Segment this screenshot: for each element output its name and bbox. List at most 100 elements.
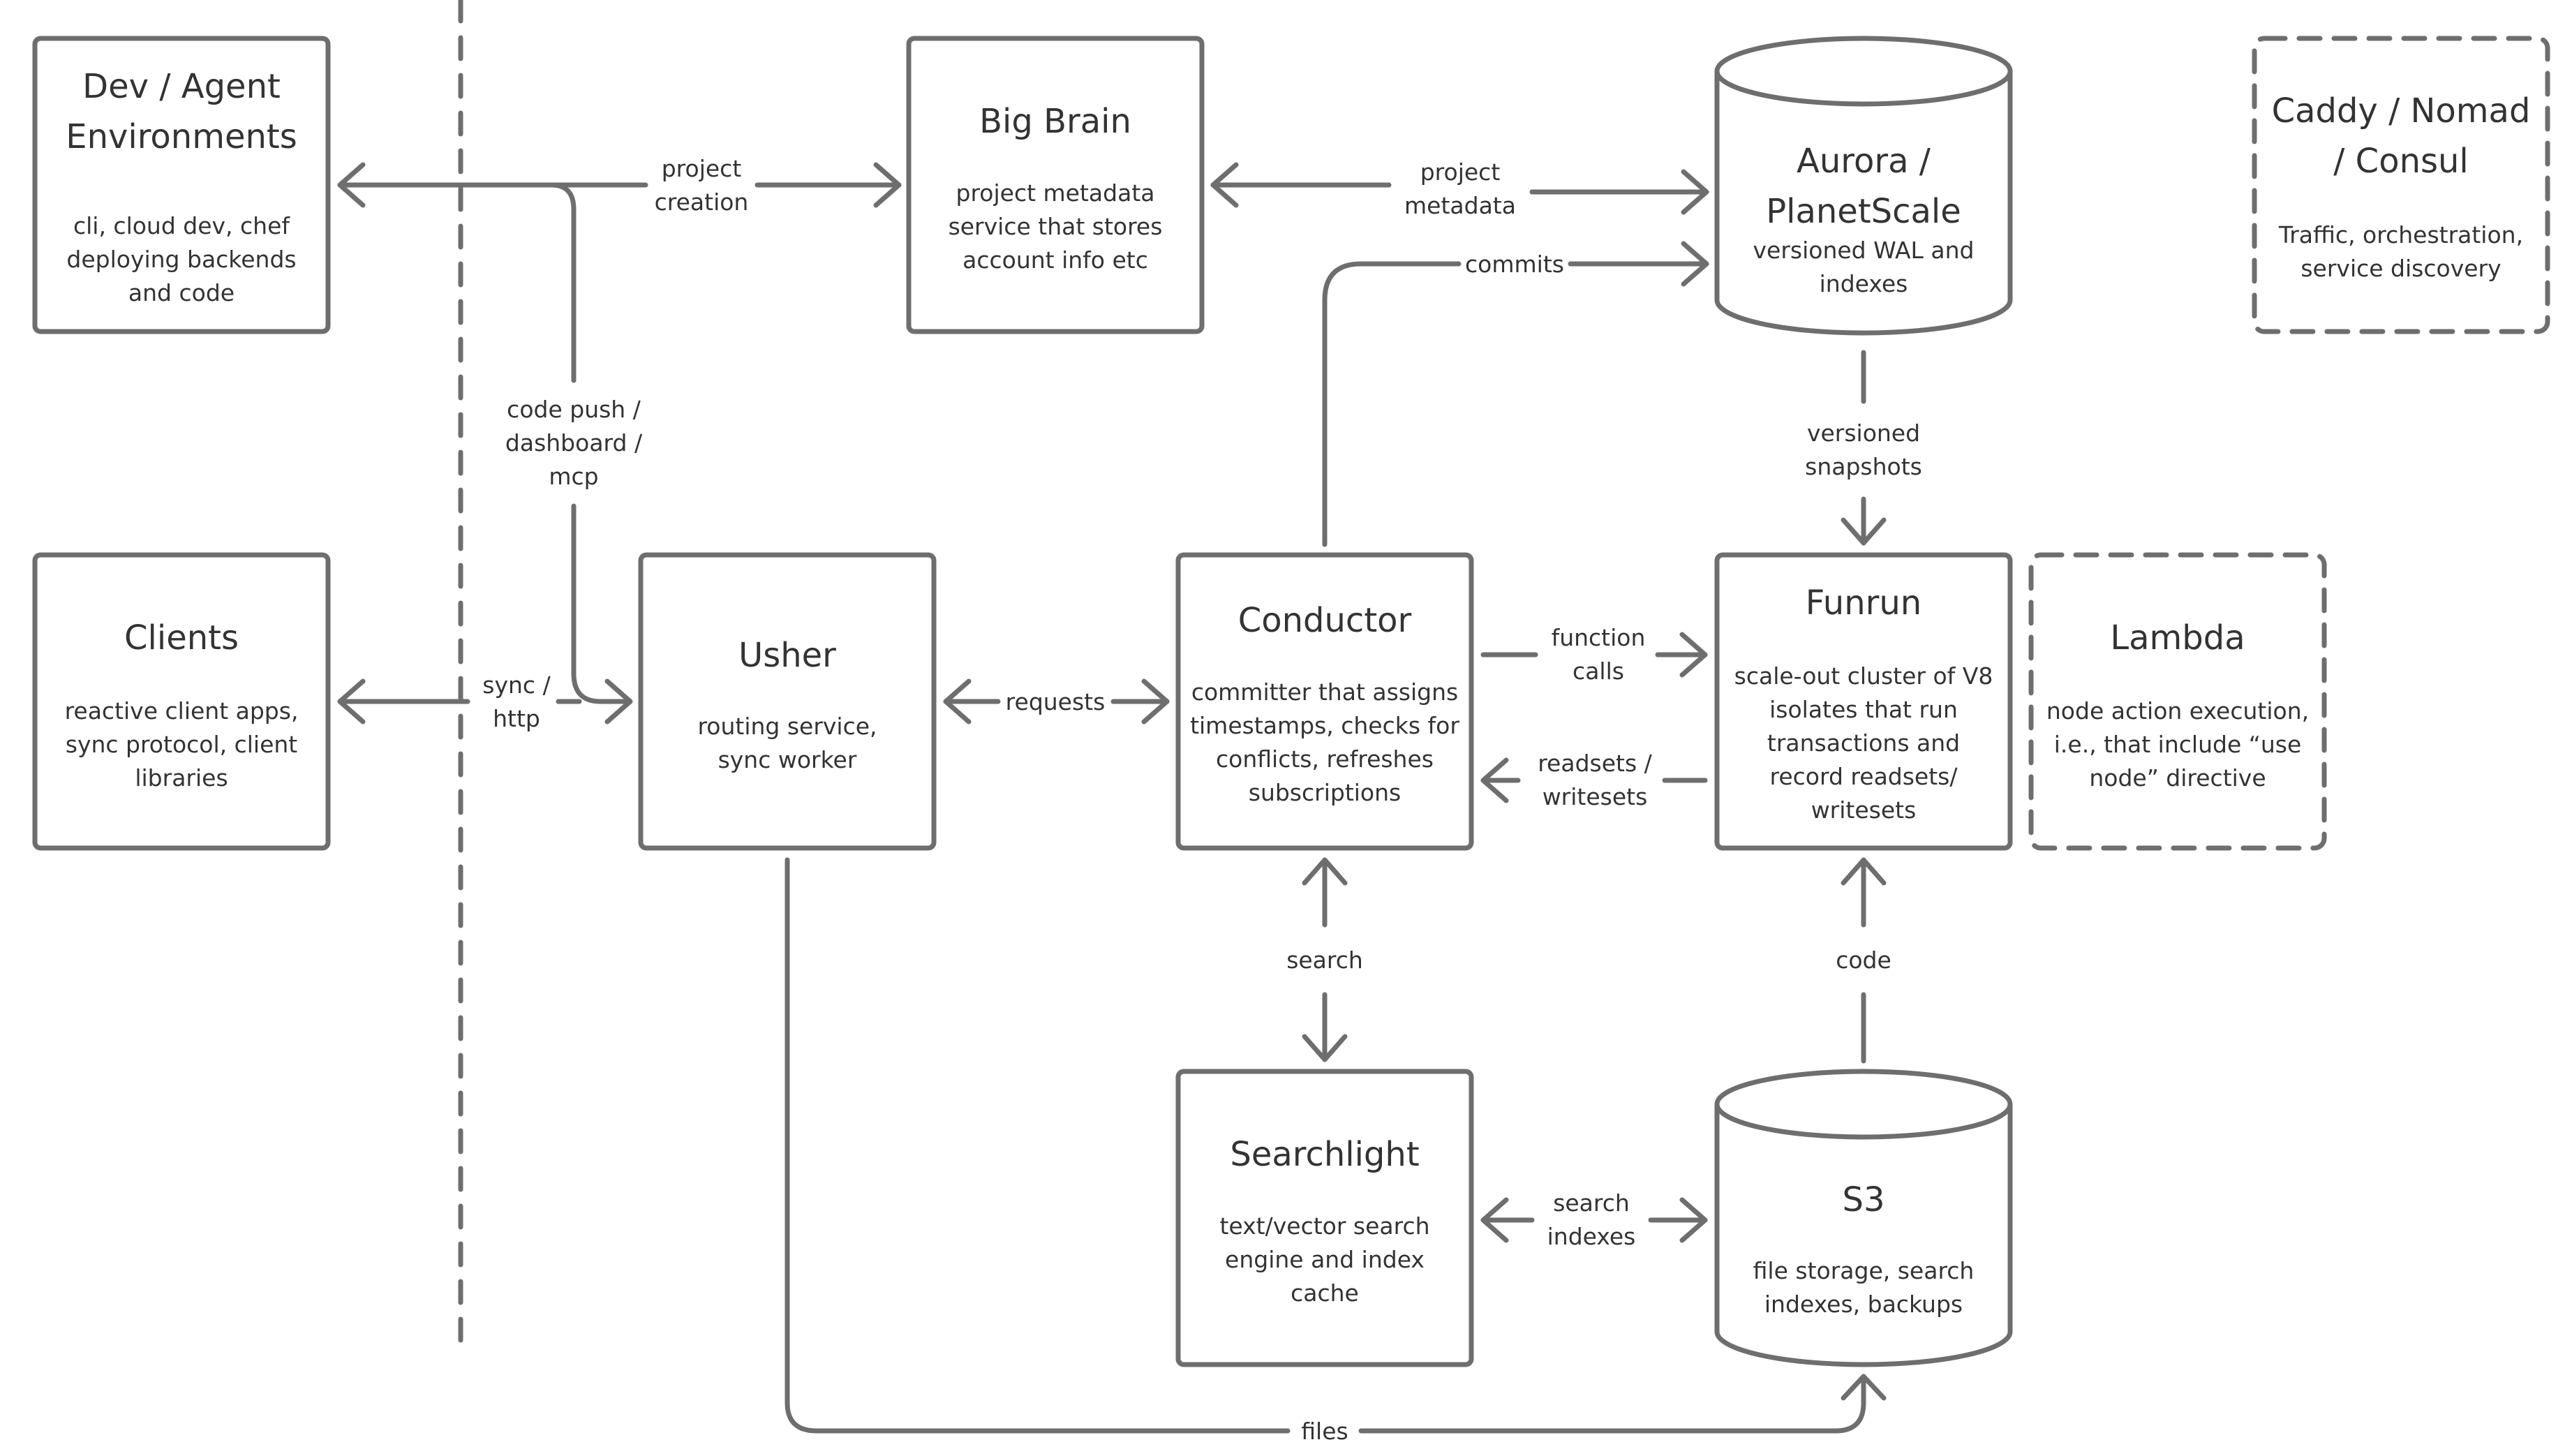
function-calls-label-line-1: function <box>1552 624 1646 651</box>
clients-box <box>32 552 331 851</box>
requests-label-line-1: requests <box>1006 688 1106 715</box>
funrun-calls-arrowhead <box>1679 632 1708 678</box>
caddy-title-line-2: / Consul <box>2333 142 2469 181</box>
search-indexes-label-line-2: indexes <box>1547 1223 1636 1250</box>
lambda-desc-line-2: i.e., that include “use <box>2054 731 2302 758</box>
funrun-code-arrowhead <box>1841 857 1887 886</box>
sync-http-label-line-2: http <box>493 705 540 732</box>
aurora-desc-line-2: indexes <box>1820 270 1908 297</box>
search-indexes-label-line-1: search <box>1553 1189 1630 1217</box>
bigbrain-desc-line-1: project metadata <box>956 179 1155 207</box>
files-edge-right <box>1358 1374 1866 1434</box>
files-edge-left <box>785 857 1291 1434</box>
versioned-snapshots-label-line-1: versioned <box>1807 419 1920 447</box>
lambda-desc-line-1: node action execution, <box>2046 697 2309 725</box>
clients-arrowhead <box>337 678 366 725</box>
code-label-line-1: code <box>1836 946 1891 974</box>
bigbrain-desc-line-2: service that stores <box>949 213 1163 240</box>
aurora-cylinder <box>1714 36 2013 336</box>
readsets-writesets-label-line-2: writesets <box>1543 783 1648 810</box>
s3-indexes-arrowhead <box>1679 1197 1708 1243</box>
bigbrain-title-line-1: Big Brain <box>979 102 1131 141</box>
usher-desc-line-2: sync worker <box>718 746 857 773</box>
clients-desc-line-2: sync protocol, client <box>66 731 298 758</box>
funrun-desc-line-1: scale-out cluster of V8 <box>1734 662 1993 690</box>
commits-arrowhead <box>1681 241 1709 287</box>
code-push-label-line-1: code push / <box>507 396 641 423</box>
s3-title-line-1: S3 <box>1842 1180 1885 1219</box>
bigbrain-desc-line-3: account info etc <box>962 246 1148 274</box>
readsets-writesets-label-line-1: readsets / <box>1538 750 1652 777</box>
searchlight-desc-line-1: text/vector search <box>1219 1212 1429 1240</box>
conductor-requests-arrowhead <box>1141 678 1170 725</box>
s3-cylinder <box>1714 1069 2013 1367</box>
aurora-title-line-1: Aurora / <box>1797 142 1931 181</box>
code-push-label-line-2: dashboard / <box>505 429 643 456</box>
clients-title-line-1: Clients <box>124 618 239 658</box>
s3-files-arrowhead <box>1841 1374 1887 1401</box>
usher-desc-line-1: routing service, <box>697 713 877 740</box>
lambda-desc-line-3: node” directive <box>2089 764 2266 792</box>
conductor-title-line-1: Conductor <box>1238 601 1412 640</box>
usher-requests-arrowhead <box>943 678 972 725</box>
conductor-desc-line-2: timestamps, checks for <box>1190 712 1459 739</box>
funrun-desc-line-3: transactions and <box>1767 729 1960 757</box>
function-calls-label-line-2: calls <box>1573 658 1624 685</box>
code-push-edge-top <box>549 182 577 383</box>
dev-desc-line-3: and code <box>128 279 235 306</box>
clients-desc-line-1: reactive client apps, <box>65 697 299 725</box>
dev-desc-line-1: cli, cloud dev, chef <box>73 212 290 239</box>
bigbrain-metadata-arrowhead <box>1210 162 1239 208</box>
dev-title-line-2: Environments <box>66 117 297 156</box>
searchlight-desc-line-2: engine and index <box>1225 1246 1425 1273</box>
conductor-search-arrowhead <box>1302 857 1348 886</box>
project-metadata-label-line-1: project <box>1420 158 1501 186</box>
big-brain-box <box>906 36 1205 334</box>
searchlight-desc-line-3: cache <box>1291 1279 1359 1307</box>
dev-arrowhead <box>337 162 366 208</box>
code-push-edge-bottom <box>571 503 633 704</box>
searchlight-indexes-arrowhead <box>1480 1197 1509 1243</box>
sync-http-label-line-1: sync / <box>482 671 551 699</box>
dev-desc-line-2: deploying backends <box>66 246 296 273</box>
usher-title-line-1: Usher <box>738 636 836 675</box>
dev-environments-box <box>32 36 331 334</box>
project-creation-label-line-1: project <box>662 155 742 182</box>
project-creation-label-line-2: creation <box>655 188 749 216</box>
searchlight-title-line-1: Searchlight <box>1230 1135 1419 1174</box>
aurora-metadata-arrowhead <box>1681 169 1709 215</box>
versioned-snapshots-label-line-2: snapshots <box>1805 453 1922 480</box>
commits-label-line-1: commits <box>1465 251 1564 278</box>
code-push-label-line-3: mcp <box>549 463 598 490</box>
commits-edge <box>1322 261 1462 547</box>
project-metadata-label-line-2: metadata <box>1404 192 1516 219</box>
lambda-title-line-1: Lambda <box>2110 618 2245 658</box>
funrun-title-line-1: Funrun <box>1806 584 1921 623</box>
funrun-snapshot-arrowhead <box>1841 517 1887 546</box>
usher-box <box>638 552 937 851</box>
conductor-readsets-arrowhead <box>1480 757 1509 803</box>
conductor-desc-line-1: committer that assigns <box>1191 678 1458 706</box>
files-label-line-1: files <box>1301 1418 1348 1445</box>
s3-desc-line-1: file storage, search <box>1753 1257 1975 1284</box>
caddy-desc-line-2: service discovery <box>2300 255 2501 282</box>
aurora-title-line-2: PlanetScale <box>1766 192 1961 231</box>
caddy-title-line-1: Caddy / Nomad <box>2272 91 2531 131</box>
search-label-line-1: search <box>1286 946 1363 974</box>
funrun-box <box>1714 552 2013 851</box>
searchlight-search-arrowhead <box>1302 1034 1348 1062</box>
dev-title-line-1: Dev / Agent <box>82 67 281 106</box>
funrun-desc-line-5: writesets <box>1811 796 1917 824</box>
caddy-desc-line-1: Traffic, orchestration, <box>2278 221 2523 248</box>
lambda-box <box>2028 552 2327 851</box>
clients-desc-line-3: libraries <box>135 764 228 792</box>
bigbrain-arrowhead <box>873 162 902 208</box>
conductor-desc-line-3: conflicts, refreshes <box>1216 745 1434 773</box>
usher-arrowhead-top <box>604 678 633 725</box>
searchlight-box <box>1175 1069 1474 1367</box>
conductor-desc-line-4: subscriptions <box>1249 779 1401 806</box>
funrun-desc-line-4: record readsets/ <box>1770 763 1958 790</box>
funrun-desc-line-2: isolates that run <box>1769 696 1958 723</box>
